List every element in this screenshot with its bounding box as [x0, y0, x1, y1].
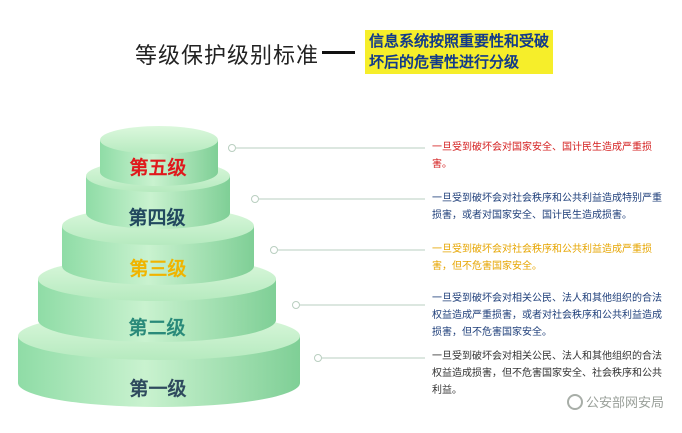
tier-3-description: 一旦受到破坏会对社会秩序和公共利益造成严重损害，但不危害国家安全。 [432, 244, 652, 272]
tier-4-label: 第四级 [128, 207, 186, 229]
page-title: 等级保护级别标准 [135, 44, 320, 69]
header: 等级保护级别标准 信息系统按照重要性和受破坏后的危害性进行分级 [0, 0, 682, 80]
watermark-icon [566, 394, 583, 410]
title-dash [322, 51, 355, 54]
tier-1-description: 一旦受到破坏会对相关公民、法人和其他组织的合法权益造成损害，但不危害国家安全、社… [432, 351, 662, 396]
tier-5-label: 第五级 [129, 157, 187, 179]
connector-lines [228, 144, 425, 362]
tier-3-label: 第三级 [129, 258, 187, 280]
watermark: 公安部网安局 [566, 392, 664, 411]
watermark-text: 公安部网安局 [585, 396, 664, 411]
tier-2-label: 第二级 [128, 317, 186, 339]
tier-1-label: 第一级 [129, 378, 187, 400]
tier-5-shape [100, 126, 218, 186]
subtitle-highlight: 信息系统按照重要性和受破坏后的危害性进行分级 [365, 30, 553, 74]
tier-5-description: 一旦受到破坏会对国家安全、国计民生造成严重损害。 [432, 142, 652, 170]
tier-2-description: 一旦受到破坏会对相关公民、法人和其他组织的合法权益造成严重损害，或者对社会秩序和… [432, 293, 662, 338]
tier-4-description: 一旦受到破坏会对社会秩序和公共利益造成特别严重损害，或者对国家安全、国计民生造成… [432, 193, 662, 221]
